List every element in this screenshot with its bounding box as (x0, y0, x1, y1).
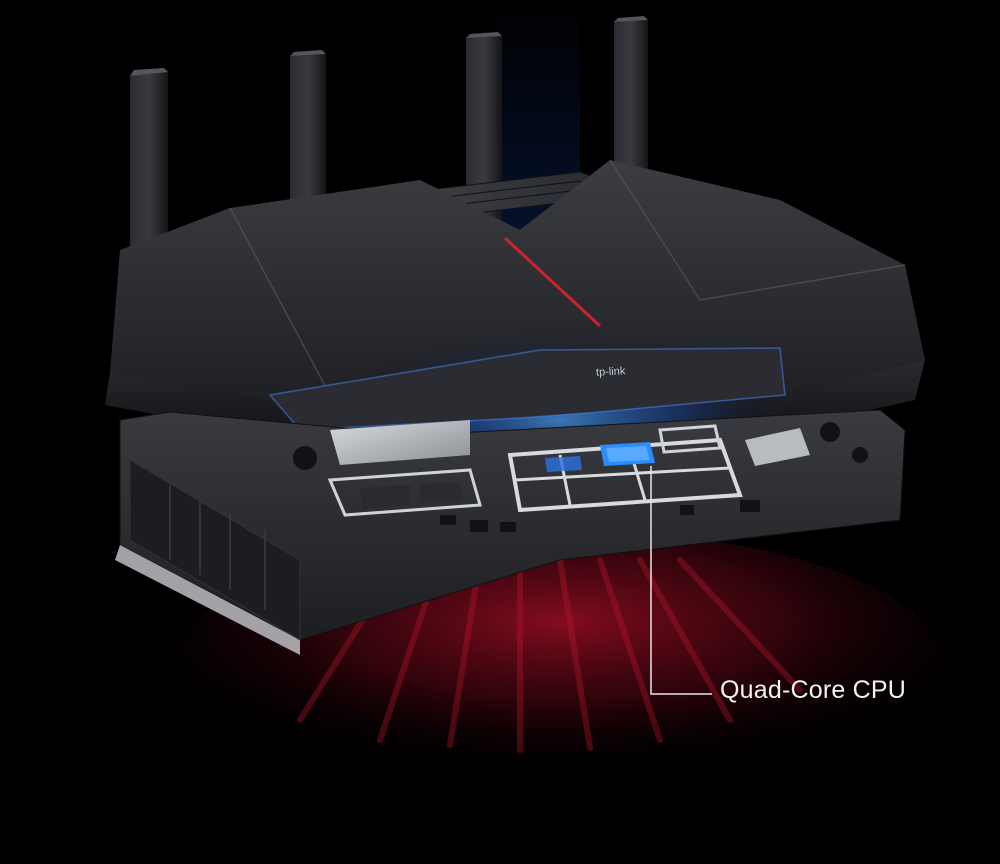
circuit-board (293, 420, 868, 532)
rf-shield-frame (327, 468, 482, 517)
quad-core-cpu-label: Quad-Core CPU (720, 676, 906, 704)
red-accent-line (503, 236, 602, 328)
rf-shield-left (330, 420, 470, 465)
logo-text: tp-link (595, 365, 626, 379)
callout-leader-line (650, 466, 712, 695)
port-connector (745, 428, 810, 466)
